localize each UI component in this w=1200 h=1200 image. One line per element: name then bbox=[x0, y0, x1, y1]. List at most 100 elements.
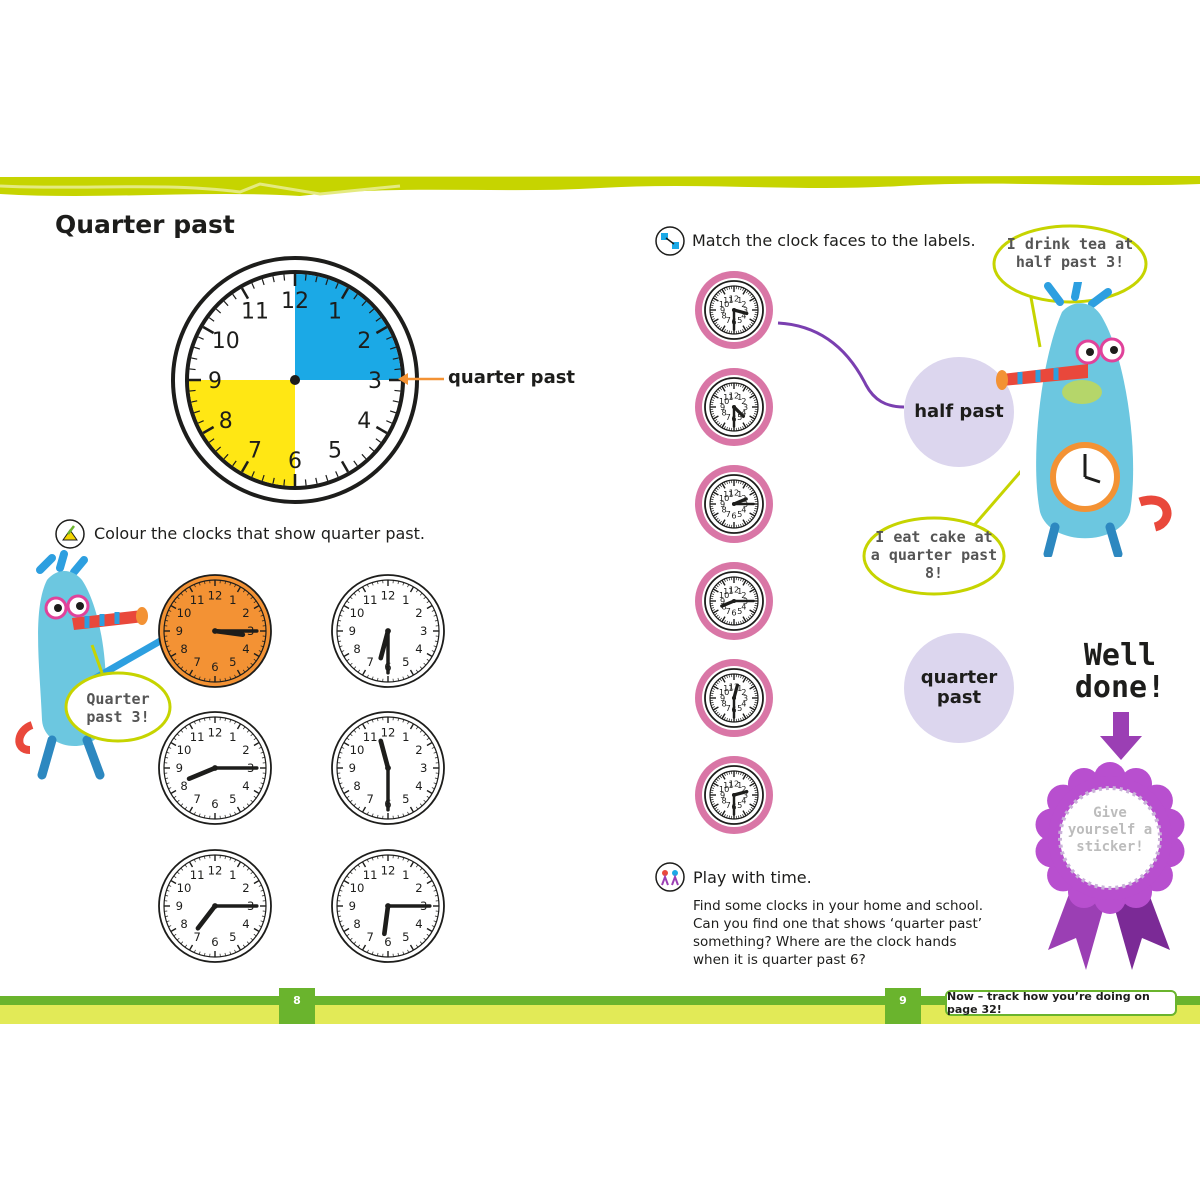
svg-text:2: 2 bbox=[357, 329, 371, 354]
svg-text:5: 5 bbox=[737, 606, 742, 616]
match-icon bbox=[655, 226, 685, 256]
svg-text:3: 3 bbox=[743, 305, 748, 315]
svg-text:2: 2 bbox=[242, 881, 249, 895]
svg-text:9: 9 bbox=[176, 899, 183, 913]
quarter-past-label: quarter past bbox=[448, 367, 576, 388]
svg-text:9: 9 bbox=[176, 761, 183, 775]
track-progress-box[interactable]: Now – track how you’re doing on page 32! bbox=[945, 990, 1177, 1016]
svg-text:5: 5 bbox=[402, 792, 409, 806]
down-arrow-icon bbox=[1100, 712, 1142, 760]
svg-text:1: 1 bbox=[229, 593, 236, 607]
svg-text:7: 7 bbox=[726, 606, 731, 616]
svg-text:9: 9 bbox=[349, 899, 356, 913]
rosette-sticker[interactable] bbox=[1028, 760, 1192, 975]
svg-text:4: 4 bbox=[741, 602, 746, 612]
svg-text:10: 10 bbox=[719, 396, 729, 406]
svg-text:9: 9 bbox=[720, 693, 725, 703]
svg-text:5: 5 bbox=[402, 930, 409, 944]
svg-text:1: 1 bbox=[737, 392, 742, 402]
play-title: Play with time. bbox=[693, 868, 812, 887]
monster-right bbox=[996, 282, 1172, 557]
svg-text:8: 8 bbox=[721, 699, 726, 709]
svg-text:9: 9 bbox=[208, 369, 222, 394]
svg-text:11: 11 bbox=[190, 868, 205, 882]
svg-text:7: 7 bbox=[726, 703, 731, 713]
svg-text:2: 2 bbox=[415, 743, 422, 757]
rosette-text: Give yourself a sticker! bbox=[1067, 805, 1153, 855]
svg-text:1: 1 bbox=[402, 593, 409, 607]
speech-bubble-left bbox=[64, 644, 172, 743]
speech-bubble-top bbox=[992, 224, 1148, 348]
svg-text:8: 8 bbox=[180, 642, 187, 656]
svg-text:5: 5 bbox=[229, 930, 236, 944]
svg-text:8: 8 bbox=[353, 642, 360, 656]
svg-text:8: 8 bbox=[721, 311, 726, 321]
svg-text:7: 7 bbox=[366, 792, 373, 806]
label-half-past[interactable]: half past bbox=[904, 357, 1014, 467]
svg-text:2: 2 bbox=[741, 687, 746, 697]
svg-text:9: 9 bbox=[720, 499, 725, 509]
svg-text:12: 12 bbox=[729, 778, 739, 788]
svg-text:2: 2 bbox=[741, 590, 746, 600]
svg-text:10: 10 bbox=[212, 329, 240, 354]
svg-text:1: 1 bbox=[737, 586, 742, 596]
svg-text:5: 5 bbox=[328, 438, 342, 463]
svg-text:1: 1 bbox=[737, 683, 742, 693]
svg-text:9: 9 bbox=[349, 761, 356, 775]
svg-text:4: 4 bbox=[741, 408, 746, 418]
svg-text:9: 9 bbox=[349, 624, 356, 638]
svg-text:10: 10 bbox=[350, 606, 365, 620]
svg-text:4: 4 bbox=[415, 779, 422, 793]
well-done-text: Well done! bbox=[1074, 638, 1166, 705]
svg-text:12: 12 bbox=[381, 863, 396, 877]
svg-text:11: 11 bbox=[190, 593, 205, 607]
svg-text:2: 2 bbox=[415, 881, 422, 895]
svg-text:6: 6 bbox=[211, 797, 218, 811]
svg-text:1: 1 bbox=[402, 868, 409, 882]
svg-text:5: 5 bbox=[229, 792, 236, 806]
svg-text:3: 3 bbox=[420, 624, 427, 638]
svg-text:10: 10 bbox=[177, 743, 192, 757]
svg-text:5: 5 bbox=[737, 800, 742, 810]
svg-text:8: 8 bbox=[721, 505, 726, 515]
svg-text:2: 2 bbox=[741, 396, 746, 406]
svg-text:11: 11 bbox=[241, 300, 269, 325]
svg-text:12: 12 bbox=[208, 863, 223, 877]
svg-text:4: 4 bbox=[357, 409, 371, 434]
svg-text:2: 2 bbox=[741, 299, 746, 309]
svg-text:7: 7 bbox=[726, 800, 731, 810]
svg-text:12: 12 bbox=[381, 725, 396, 739]
svg-text:6: 6 bbox=[384, 935, 391, 949]
svg-text:1: 1 bbox=[402, 730, 409, 744]
top-decorative-band bbox=[0, 176, 1200, 196]
quarter-past-arrow bbox=[398, 373, 444, 385]
paint-icon bbox=[55, 519, 85, 549]
svg-text:7: 7 bbox=[726, 315, 731, 325]
svg-text:1: 1 bbox=[328, 300, 342, 325]
svg-text:2: 2 bbox=[415, 606, 422, 620]
svg-text:1: 1 bbox=[229, 868, 236, 882]
svg-text:12: 12 bbox=[729, 390, 739, 400]
label-quarter-past[interactable]: quarter past bbox=[904, 633, 1014, 743]
svg-text:11: 11 bbox=[363, 868, 378, 882]
match-instruction: Match the clock faces to the labels. bbox=[692, 231, 976, 250]
svg-text:8: 8 bbox=[721, 408, 726, 418]
svg-text:1: 1 bbox=[229, 730, 236, 744]
svg-text:4: 4 bbox=[242, 917, 249, 931]
svg-text:8: 8 bbox=[353, 917, 360, 931]
svg-text:3: 3 bbox=[743, 790, 748, 800]
svg-text:4: 4 bbox=[415, 642, 422, 656]
svg-text:5: 5 bbox=[737, 509, 742, 519]
